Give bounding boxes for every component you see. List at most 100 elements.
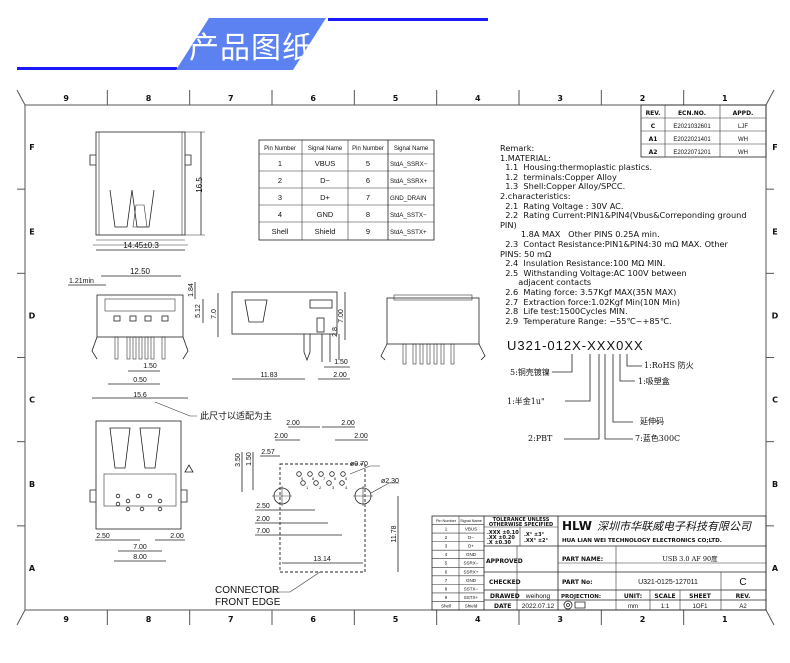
- svg-text:延伸码: 延伸码: [640, 416, 664, 426]
- svg-text:7.0: 7.0: [211, 309, 218, 319]
- rev-letter: C: [739, 577, 746, 588]
- column-marker-bottom: 6: [310, 615, 316, 624]
- top-view-drawing: 16.5 14.45±0.3: [89, 131, 205, 251]
- svg-text:SHEET: SHEET: [689, 593, 712, 600]
- terminal-pin: [440, 343, 445, 365]
- pcb-hole-label: 7: [323, 476, 326, 481]
- svg-text:1OF1: 1OF1: [692, 604, 708, 610]
- row-marker-right: B: [772, 480, 778, 489]
- pinlist-number: 5: [445, 561, 448, 566]
- svg-text:2:PBT: 2:PBT: [528, 434, 553, 443]
- signal-name: Shield: [315, 227, 336, 236]
- pinlist-signal: D−: [468, 535, 474, 540]
- pin-marker: [125, 506, 131, 512]
- svg-text:8.00: 8.00: [133, 554, 147, 561]
- svg-text:ø2.30: ø2.30: [381, 478, 399, 485]
- svg-text:3.50: 3.50: [235, 453, 242, 467]
- svg-text:mm: mm: [628, 604, 638, 610]
- pin-marker: [139, 506, 145, 512]
- connector-edge-label-1: CONNECTOR: [215, 585, 279, 596]
- pcb-hole-label: 5: [345, 476, 348, 481]
- drawed-label: DRAWED: [490, 593, 520, 600]
- svg-text:Signal Name: Signal Name: [308, 146, 343, 152]
- rear-view-drawing: [380, 294, 486, 365]
- svg-text:2.00: 2.00: [354, 433, 368, 440]
- company-logo: HLW: [562, 519, 592, 533]
- terminal-pin: [114, 336, 119, 360]
- pinlist-number: 7: [445, 578, 448, 583]
- pcb-hole: [318, 471, 324, 477]
- front-view-drawing: 12.50 1.21min 1.84 5.12 7.0 1.50 0.50 15…: [68, 267, 272, 422]
- column-marker-bottom: 4: [475, 615, 481, 624]
- column-marker-top: 8: [146, 94, 152, 103]
- pinlist-number: 2: [445, 535, 448, 540]
- pcb-hole: [339, 480, 345, 486]
- contact-pad: [129, 315, 137, 322]
- terminal-pin: [402, 343, 407, 365]
- pin-marker: [115, 501, 121, 507]
- row-marker-right: D: [772, 311, 779, 320]
- pin-number: 8: [366, 210, 370, 219]
- svg-text:E2022021401: E2022021401: [673, 137, 711, 143]
- column-marker-top: 4: [475, 94, 481, 103]
- svg-text:11.83: 11.83: [261, 372, 278, 379]
- pcb-hole: [340, 471, 346, 477]
- pcb-hole: [296, 471, 302, 477]
- side-view-drawing: 7.00 2.8 1.50 11.83 2.00: [231, 291, 350, 380]
- dim-top-height: 16.5: [195, 177, 204, 193]
- terminal-pin: [426, 343, 431, 365]
- terminal-pin: [450, 343, 455, 365]
- company-name-en: HUA LIAN WEI TECHNOLOGY ELECTRONICS CO;L…: [562, 538, 722, 544]
- pinlist-number: Shell: [441, 603, 451, 608]
- pinlist-signal: GND: [466, 578, 477, 583]
- pinlist-number: 9: [445, 595, 448, 600]
- svg-text:.XX° ±2°: .XX° ±2°: [524, 538, 549, 544]
- column-marker-top: 5: [393, 94, 399, 103]
- row-marker-left: E: [29, 227, 34, 236]
- svg-text:2.00: 2.00: [170, 533, 184, 540]
- column-marker-bottom: 8: [146, 615, 152, 624]
- row-marker-left: C: [29, 396, 35, 405]
- column-marker-bottom: 9: [63, 615, 69, 624]
- svg-text:1.50: 1.50: [334, 359, 348, 366]
- pin-number: 7: [366, 193, 370, 202]
- part-code: U321-012X-XXX0XX: [507, 338, 644, 353]
- signal-name: StdA_SSTX+: [390, 229, 427, 236]
- pinlist-number: 8: [445, 586, 448, 591]
- signal-name: VBUS: [315, 159, 335, 168]
- pinlist-signal: SSRX−: [464, 561, 479, 566]
- pcb-hole-label: 3: [332, 485, 335, 490]
- signal-name: D+: [320, 193, 330, 202]
- pin-marker: [135, 493, 141, 499]
- svg-text:REV.: REV.: [736, 593, 751, 600]
- pinlist-number: 4: [445, 552, 448, 557]
- pin-marker: [157, 498, 163, 504]
- svg-text:0.50: 0.50: [133, 377, 147, 384]
- signal-name: D−: [320, 176, 330, 185]
- pin-number: 5: [366, 159, 370, 168]
- column-marker-bottom: 1: [722, 615, 728, 624]
- svg-text:11.78: 11.78: [391, 525, 398, 542]
- svg-text:2.00: 2.00: [256, 516, 270, 523]
- row-marker-right: E: [772, 227, 777, 236]
- svg-text:.X° ±3°: .X° ±3°: [524, 532, 545, 538]
- svg-text:12.50: 12.50: [130, 267, 151, 276]
- svg-text:.XX ±0.20: .XX ±0.20: [487, 535, 515, 541]
- rev-header: REV.: [646, 110, 661, 117]
- approved-label: APPROVED: [486, 558, 523, 565]
- pin-marker: [147, 493, 153, 499]
- pin-marker: [115, 493, 121, 499]
- row-marker-right: C: [772, 396, 778, 405]
- pinlist-signal: SSTX−: [464, 586, 479, 591]
- pinlist-header: Pin Number: [436, 519, 457, 523]
- row-marker-left: D: [29, 311, 36, 320]
- pinlist-number: 1: [445, 527, 448, 532]
- signal-name: StdA_SSRX+: [390, 178, 428, 185]
- part-name-value: USB 3.0 AF 90度: [662, 554, 718, 563]
- svg-text:1.21min: 1.21min: [69, 278, 94, 285]
- row-marker-left: A: [29, 564, 36, 573]
- pin-number: 6: [366, 176, 370, 185]
- part-no-value: U321-0125-127011: [638, 579, 698, 586]
